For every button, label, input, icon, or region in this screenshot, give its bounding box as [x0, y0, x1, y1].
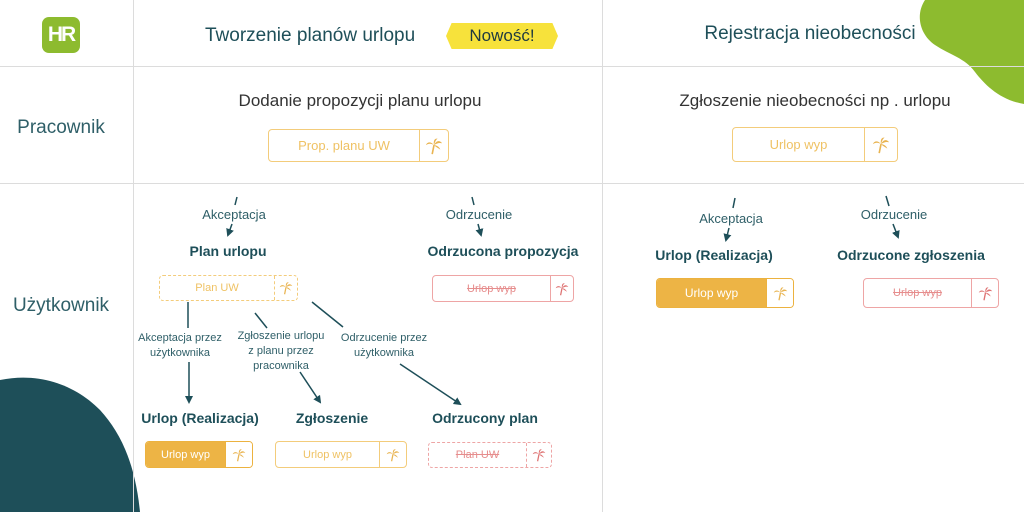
- chip-label: Urlop wyp: [769, 137, 828, 152]
- grid-line: [0, 183, 1024, 184]
- palm-tree-icon: [526, 443, 551, 467]
- plan-title: Plan urlopu: [189, 243, 267, 259]
- palm-tree-icon: [225, 442, 252, 467]
- grid-line: [0, 66, 1024, 67]
- absence-reject-label: Odrzucenie: [860, 207, 928, 222]
- arrow-reject: [475, 223, 484, 237]
- absence-realization-title: Urlop (Realizacja): [655, 247, 773, 263]
- absence-rejected-chip: Urlop wyp: [863, 278, 999, 308]
- planning-column-title: Tworzenie planów urlopu: [205, 25, 416, 46]
- absence-rejected-title: Odrzucone zgłoszenia: [837, 247, 985, 263]
- arrow-user-reject: [399, 363, 462, 406]
- teal-blob: [0, 377, 140, 512]
- user-reject-label: Odrzucenie przez użytkownika: [340, 332, 428, 359]
- chip-label: Urlop wyp: [467, 282, 516, 295]
- rejected-proposal-chip: Urlop wyp: [432, 275, 574, 302]
- rejected-plan-title: Odrzucony plan: [432, 410, 538, 426]
- arrow-segment: [234, 196, 238, 206]
- palm-tree-icon: [864, 128, 897, 161]
- arrow-segment: [471, 196, 475, 206]
- palm-tree-icon: [766, 279, 793, 307]
- palm-tree-icon: [971, 279, 998, 307]
- arrow-segment: [885, 195, 890, 207]
- arrow-segment: [254, 312, 268, 329]
- palm-tree-icon: [550, 276, 573, 301]
- chip-label: Urlop wyp: [657, 279, 766, 307]
- reject-label: Odrzucenie: [445, 207, 513, 222]
- accept-label: Akceptacja: [202, 207, 266, 222]
- chip-label: Plan UW: [455, 449, 500, 461]
- arrow-report: [299, 371, 322, 404]
- planning-employee-action: Dodanie propozycji planu urlopu: [238, 91, 482, 110]
- arrow-absence-accept: [723, 227, 732, 242]
- absence-accept-label: Akceptacja: [699, 211, 763, 226]
- report-chip: Urlop wyp: [275, 441, 407, 468]
- arrow-segment: [732, 197, 736, 209]
- palm-tree-icon: [274, 276, 297, 300]
- chip-label: Plan UW: [195, 282, 239, 294]
- rejected-proposal-title: Odrzucona propozycja: [427, 243, 579, 259]
- row-label-user: Użytkownik: [12, 295, 110, 316]
- arrow-segment: [311, 301, 344, 328]
- plan-chip: Plan UW: [159, 275, 298, 301]
- absence-request-chip: Urlop wyp: [732, 127, 898, 162]
- absence-column-title: Rejestracja nieobecności: [704, 23, 916, 44]
- green-blob: [919, 0, 1024, 104]
- absence-realization-chip: Urlop wyp: [656, 278, 794, 308]
- grid-line: [602, 0, 603, 512]
- new-badge: Nowość!: [446, 23, 558, 49]
- realization-title: Urlop (Realizacja): [141, 410, 259, 426]
- user-accept-label: Akceptacja przez użytkownika: [138, 332, 222, 359]
- absence-employee-action: Zgłoszenie nieobecności np . urlopu: [679, 91, 951, 110]
- grid-line: [133, 0, 134, 512]
- palm-tree-icon: [379, 442, 406, 467]
- realization-chip: Urlop wyp: [145, 441, 253, 468]
- chip-label: Prop. planu UW: [298, 138, 390, 153]
- report-title: Zgłoszenie: [295, 410, 369, 426]
- proposal-chip: Prop. planu UW: [268, 129, 449, 162]
- arrow-accept: [226, 223, 234, 237]
- palm-tree-icon: [419, 130, 448, 161]
- rejected-plan-chip: Plan UW: [428, 442, 552, 468]
- hr-logo-icon: HR: [42, 17, 80, 53]
- report-from-plan-label: Zgłoszenie urlopu z planu przez pracowni…: [237, 330, 325, 372]
- row-label-employee: Pracownik: [17, 117, 105, 138]
- arrow-absence-reject: [892, 223, 900, 239]
- chip-label: Urlop wyp: [146, 442, 225, 467]
- chip-label: Urlop wyp: [893, 287, 942, 299]
- chip-label: Urlop wyp: [303, 448, 352, 461]
